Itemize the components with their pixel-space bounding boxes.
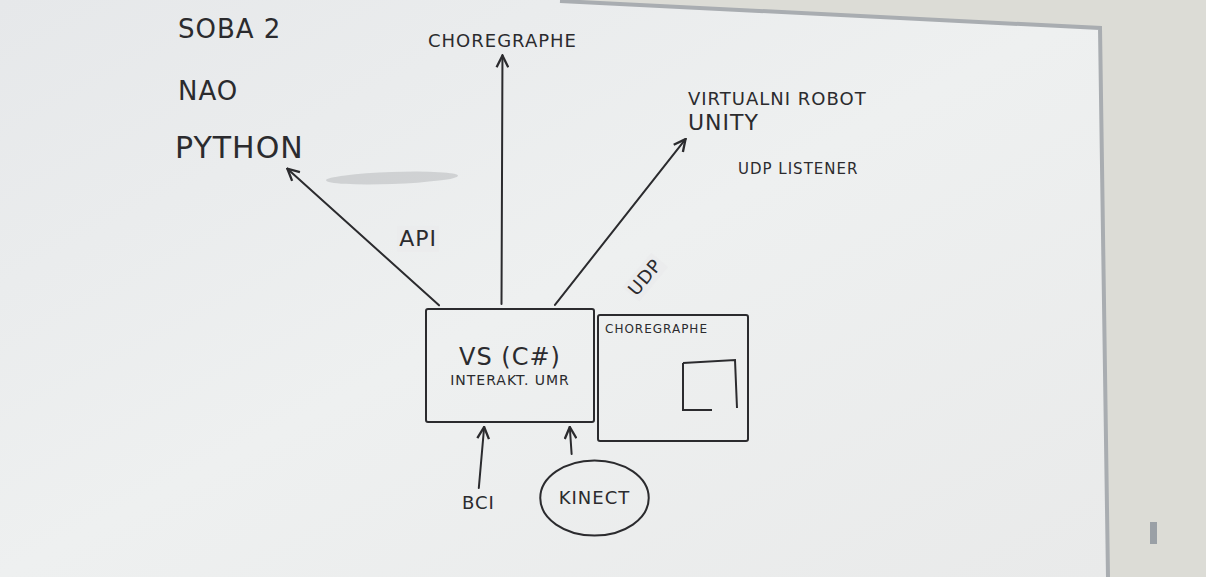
target-label: VIRTUALNI ROBOTUNITY (688, 88, 867, 136)
target-label: PYTHON (175, 130, 304, 166)
arrow-connector (287, 169, 439, 306)
connector-label: API (397, 226, 439, 252)
node-text: KINECT (559, 487, 631, 509)
input-label: BCI (462, 492, 495, 514)
arrow-connector (501, 56, 504, 304)
board-sticker (1150, 522, 1157, 544)
node-text: CHOREGRAPHE (428, 30, 577, 52)
process-box: VS (C#)INTERAKT. UMR (425, 308, 595, 423)
eraser-smudge (326, 170, 458, 187)
window-square-sketch (683, 360, 737, 410)
arrow-connector (479, 427, 484, 488)
circle-outline-path (540, 460, 648, 535)
window-box: CHOREGRAPHE (597, 314, 749, 442)
node-text: PYTHON (175, 130, 304, 166)
arrow-connector (555, 139, 686, 305)
board-surface (0, 0, 1108, 577)
board-note: UDP LISTENER (738, 160, 858, 178)
node-text: INTERAKT. UMR (450, 372, 570, 389)
board-note: NAO (178, 76, 238, 107)
node-text: BCI (462, 492, 495, 514)
arrow-connector (570, 427, 572, 454)
board-frame (560, 1, 1108, 577)
node-text: VS (C#) (459, 343, 561, 372)
board-note: SOBA 2 (178, 14, 281, 45)
target-label: CHOREGRAPHE (428, 30, 577, 52)
node-text: VIRTUALNI ROBOT (688, 88, 867, 110)
node-text: UNITY (688, 110, 759, 136)
sensor-circle: KINECT (538, 458, 651, 538)
node-text: CHOREGRAPHE (605, 322, 708, 336)
connector-label: UDP (623, 253, 668, 301)
